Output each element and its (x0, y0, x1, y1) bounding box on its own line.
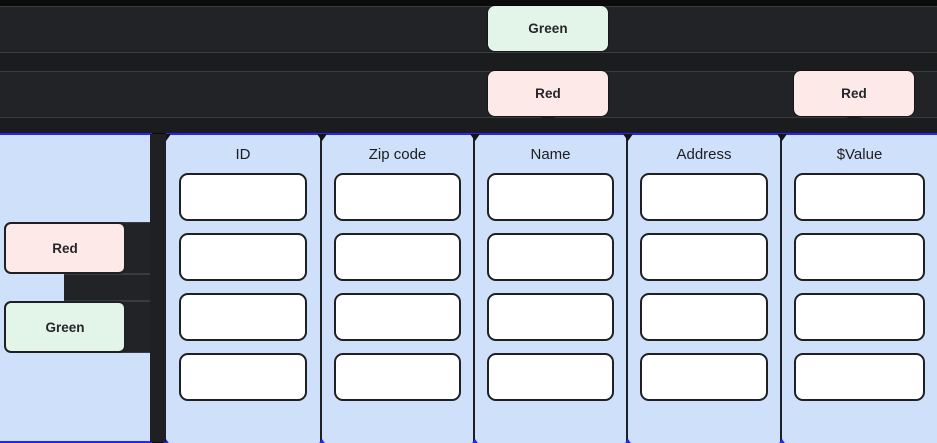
table-column-address: Address (623, 134, 780, 443)
dark-gap-1 (0, 116, 937, 133)
sidebar-chip-label: Red (52, 240, 78, 256)
table-cell[interactable] (794, 293, 925, 341)
table-cell[interactable] (794, 233, 925, 281)
dark-gap-0 (0, 51, 937, 71)
table-cell[interactable] (487, 353, 614, 401)
tooltip-red-2: Red (794, 71, 914, 125)
table-column-zip-code: Zip code (317, 134, 473, 443)
column-bottom-tick-icon (161, 439, 171, 443)
column-resize-tick-icon[interactable] (317, 134, 327, 141)
table-cell[interactable] (179, 233, 307, 281)
table-cell[interactable] (640, 173, 768, 221)
dark-row-1 (0, 71, 937, 118)
table-cell[interactable] (179, 353, 307, 401)
table-cell[interactable] (794, 353, 925, 401)
tooltip-red-1: Red (488, 71, 608, 125)
column-resize-tick-icon[interactable] (623, 134, 633, 141)
table-cell[interactable] (179, 173, 307, 221)
data-table-panel: ID Zip code Name Address $Value (161, 133, 937, 443)
column-header-label[interactable]: ID (235, 145, 251, 163)
table-column-name: Name (470, 134, 626, 443)
column-resize-tick-icon[interactable] (161, 134, 171, 141)
table-cell[interactable] (487, 173, 614, 221)
table-cell[interactable] (487, 233, 614, 281)
tooltip-arrow-icon (846, 116, 862, 125)
sidebar-chip-red[interactable]: Red (4, 222, 126, 274)
table-cell[interactable] (334, 353, 461, 401)
column-bottom-tick-icon (470, 439, 480, 443)
table-column-id: ID (161, 134, 320, 443)
tooltip-label: Red (841, 86, 867, 101)
table-column-value: $Value (777, 134, 937, 443)
table-cell[interactable] (640, 353, 768, 401)
column-bottom-tick-icon (623, 439, 633, 443)
sidebar-dark-band-1 (64, 274, 166, 301)
table-cell[interactable] (334, 293, 461, 341)
column-header-label[interactable]: $Value (836, 145, 883, 163)
column-header-label[interactable]: Name (530, 145, 571, 163)
column-header-label[interactable]: Address (676, 145, 732, 163)
sidebar-chip-label: Green (45, 319, 85, 335)
sidebar-chip-green[interactable]: Green (4, 301, 126, 353)
table-cell[interactable] (334, 173, 461, 221)
panel-divider-handle[interactable] (150, 134, 166, 442)
tooltip-green-0: Green (488, 6, 608, 51)
column-resize-tick-icon[interactable] (470, 134, 480, 141)
table-cell[interactable] (179, 293, 307, 341)
tooltip-arrow-icon (540, 116, 556, 125)
table-cell[interactable] (794, 173, 925, 221)
table-cell[interactable] (640, 233, 768, 281)
column-resize-tick-icon[interactable] (777, 134, 787, 141)
column-header-label[interactable]: Zip code (368, 145, 427, 163)
table-cell[interactable] (487, 293, 614, 341)
tooltip-label: Green (528, 21, 568, 36)
table-cell[interactable] (334, 233, 461, 281)
tooltip-label: Red (535, 86, 561, 101)
table-cell[interactable] (640, 293, 768, 341)
column-bottom-tick-icon (777, 439, 787, 443)
dark-row-0 (0, 6, 937, 53)
column-bottom-tick-icon (317, 439, 327, 443)
